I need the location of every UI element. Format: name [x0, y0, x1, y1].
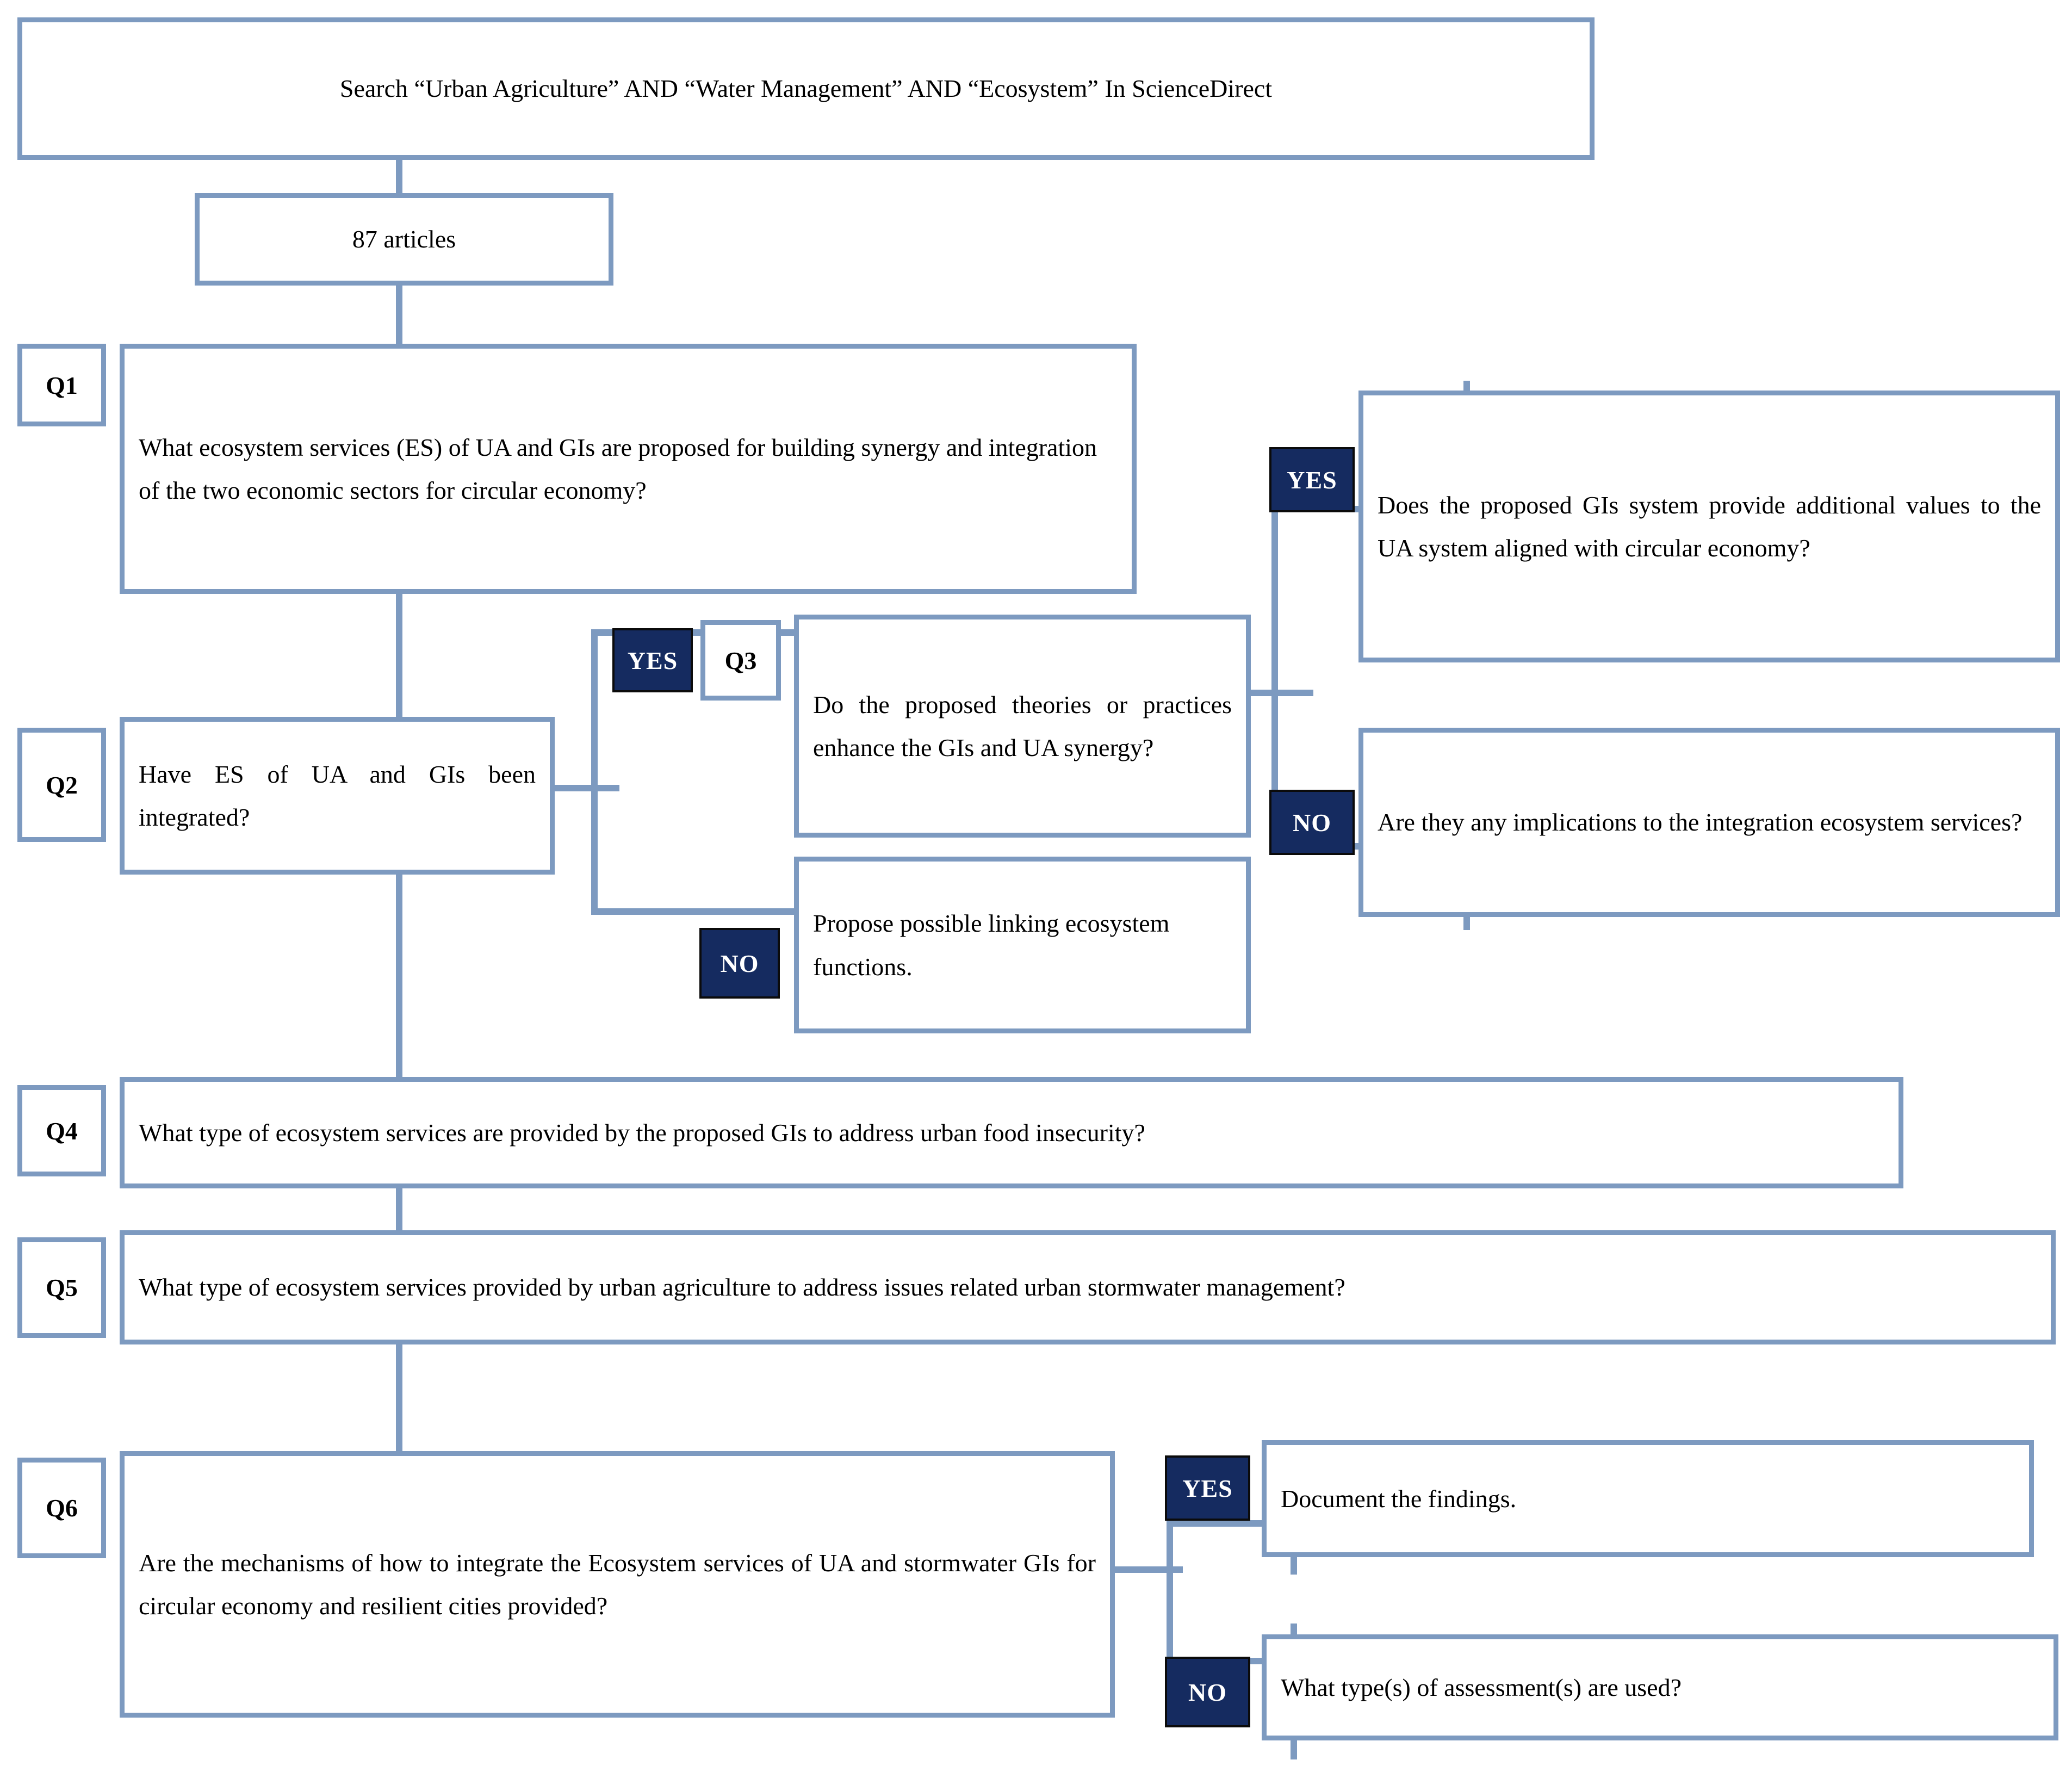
question-tag-q1-label: Q1 — [46, 371, 78, 399]
question-box-q3: Do the proposed theories or practices en… — [794, 615, 1251, 838]
branch-chip-q6-yes-label: YES — [1182, 1474, 1233, 1502]
branch-chip-q3-yes-label: YES — [1287, 466, 1337, 494]
connector-q3-bracket-vertical — [1271, 506, 1278, 850]
articles-count-box: 87 articles — [195, 193, 613, 286]
search-query-text: Search “Urban Agriculture” AND “Water Ma… — [339, 75, 1273, 103]
question-box-q5: What type of ecosystem services provided… — [120, 1230, 2056, 1344]
question-tag-q6: Q6 — [17, 1458, 106, 1558]
question-tag-q5-label: Q5 — [46, 1274, 78, 1302]
branch-chip-q2-yes: YES — [612, 628, 693, 692]
search-query-box: Search “Urban Agriculture” AND “Water Ma… — [17, 17, 1595, 160]
branch-chip-q2-yes-label: YES — [627, 646, 678, 674]
branch-chip-q6-no-label: NO — [1188, 1678, 1227, 1706]
question-tag-q2-label: Q2 — [46, 771, 78, 799]
branch-box-q3-yes: Does the proposed GIs system provide add… — [1358, 391, 2060, 662]
question-box-q1: What ecosystem services (ES) of UA and G… — [120, 344, 1137, 594]
connector-title-to-articles — [396, 158, 402, 196]
question-box-q3-text: Do the proposed theories or practices en… — [813, 690, 1232, 761]
connector-q3-stub-right — [1245, 690, 1313, 696]
question-box-q2-text: Have ES of UA and GIs been integrated? — [139, 760, 536, 831]
question-tag-q3-label: Q3 — [724, 646, 757, 674]
branch-chip-q2-no-label: NO — [720, 949, 759, 977]
question-box-q1-text: What ecosystem services (ES) of UA and G… — [139, 433, 1097, 504]
branch-chip-q2-no: NO — [699, 928, 780, 999]
question-tag-q4-label: Q4 — [46, 1117, 78, 1145]
branch-box-q6-yes: Document the findings. — [1262, 1440, 2034, 1557]
question-box-q5-text: What type of ecosystem services provided… — [139, 1273, 1345, 1302]
question-tag-q2: Q2 — [17, 728, 106, 842]
branch-chip-q3-no: NO — [1269, 790, 1355, 855]
connector-q6-bracket-vertical — [1167, 1520, 1173, 1664]
articles-count-text: 87 articles — [352, 225, 456, 253]
branch-box-q6-yes-text: Document the findings. — [1281, 1484, 1517, 1513]
question-box-q6-text: Are the mechanisms of how to integrate t… — [139, 1548, 1096, 1620]
question-box-q4-text: What type of ecosystem services are prov… — [139, 1118, 1145, 1147]
branch-box-q3-yes-text: Does the proposed GIs system provide add… — [1378, 491, 2041, 562]
question-tag-q4: Q4 — [17, 1085, 106, 1176]
connector-q2-stub-right — [554, 785, 619, 791]
branch-box-q3-no: Are they any implications to the integra… — [1358, 728, 2060, 917]
question-tag-q6-label: Q6 — [46, 1494, 78, 1522]
question-box-q4: What type of ecosystem services are prov… — [120, 1077, 1903, 1188]
branch-box-q2-no: Propose possible linking ecosystem funct… — [794, 857, 1251, 1033]
branch-box-q3-no-text: Are they any implications to the integra… — [1378, 808, 2023, 836]
question-tag-q3: Q3 — [700, 620, 781, 701]
question-tag-q1: Q1 — [17, 344, 106, 426]
branch-box-q6-no-text: What type(s) of assessment(s) are used? — [1281, 1673, 1682, 1701]
branch-chip-q6-no: NO — [1165, 1657, 1250, 1727]
branch-box-q2-no-text: Propose possible linking ecosystem funct… — [813, 909, 1170, 981]
connector-q2-bracket-bottom — [591, 908, 798, 915]
branch-chip-q3-no-label: NO — [1293, 808, 1331, 836]
branch-chip-q3-yes: YES — [1269, 447, 1355, 512]
question-box-q2: Have ES of UA and GIs been integrated? — [120, 717, 555, 875]
branch-box-q6-no: What type(s) of assessment(s) are used? — [1262, 1634, 2058, 1740]
connector-q6-stub-right — [1115, 1566, 1183, 1573]
question-box-q6: Are the mechanisms of how to integrate t… — [120, 1451, 1115, 1718]
branch-chip-q6-yes: YES — [1165, 1455, 1250, 1521]
question-tag-q5: Q5 — [17, 1237, 106, 1338]
connector-q2-bracket-vertical — [591, 629, 598, 915]
